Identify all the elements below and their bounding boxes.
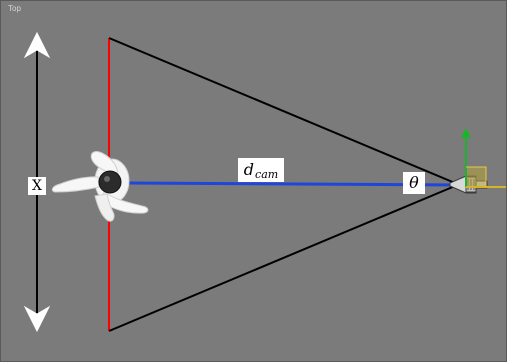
transform-gizmo-icon[interactable] xyxy=(461,128,507,188)
human-figure-icon[interactable] xyxy=(51,151,149,222)
arrow-down-icon xyxy=(23,305,51,333)
frustum-top-line xyxy=(108,37,456,184)
distance-label: dcam xyxy=(238,158,284,182)
distance-label-main: d xyxy=(243,160,255,179)
frustum-bottom-line xyxy=(108,185,456,332)
arrow-up-icon xyxy=(23,31,51,59)
angle-label: θ xyxy=(403,172,425,194)
viewport-label: Top xyxy=(8,4,21,13)
distance-label-subscript: cam xyxy=(255,168,279,181)
width-label: X xyxy=(28,177,46,195)
camera-axis-line xyxy=(119,181,459,187)
